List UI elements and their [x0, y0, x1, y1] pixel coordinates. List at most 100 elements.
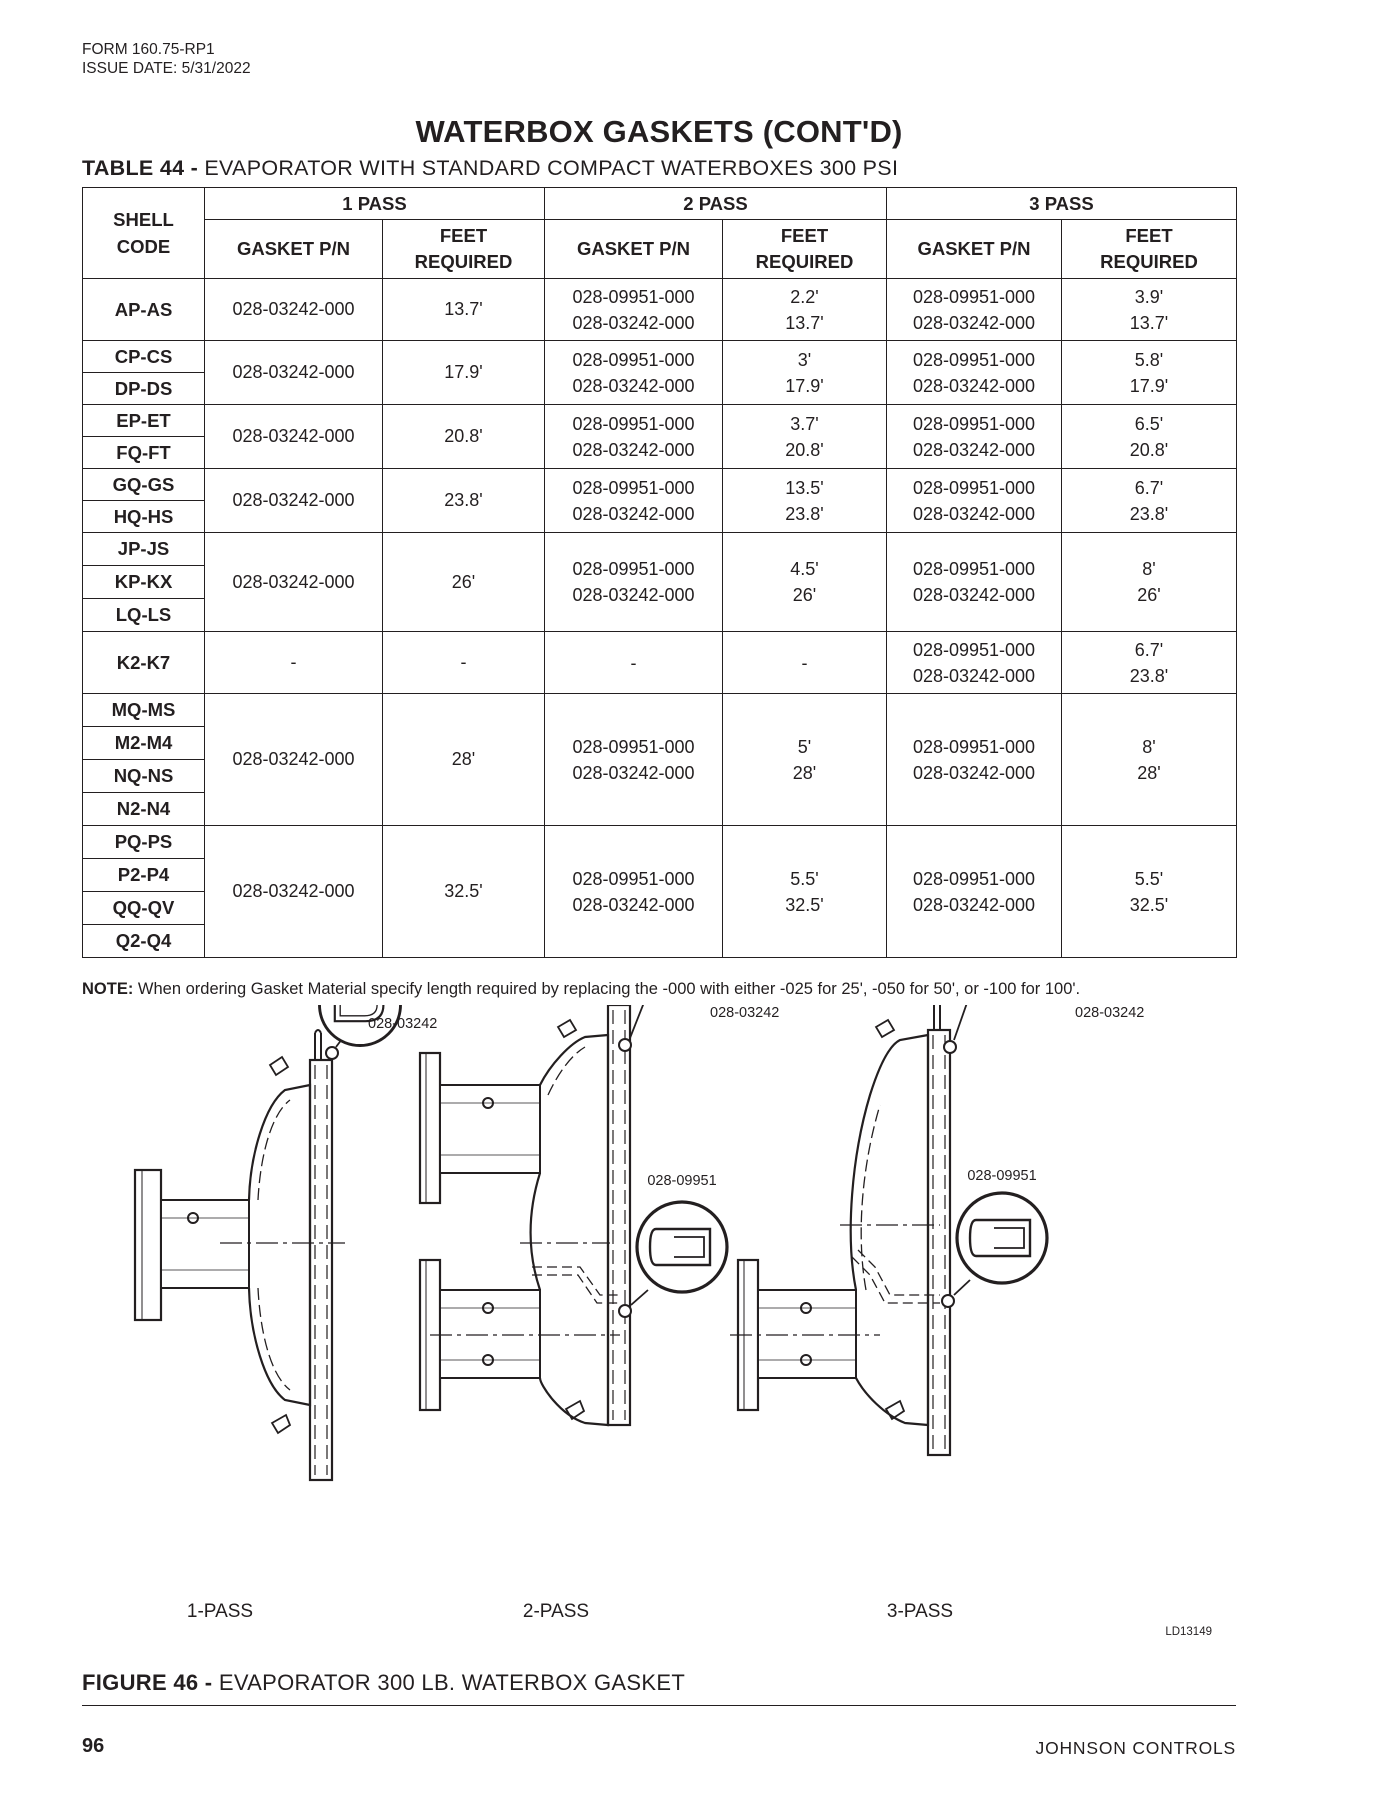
cell-line: 028-09951-000 — [912, 413, 1036, 434]
cell-line: 26' — [1137, 585, 1161, 605]
cell-line: 13.7' — [785, 312, 824, 333]
cell-line: 8' — [1142, 736, 1156, 757]
pass2-gasket-pn: - — [544, 631, 723, 694]
pass1-gasket-pn: 028-03242-000 — [204, 340, 383, 405]
shell-code-cell: DP-DS — [82, 372, 205, 405]
table-row: LQ-LS — [82, 598, 1237, 632]
gasket-pn-header: GASKET P/N — [886, 219, 1062, 279]
pass-label-1: 1-PASS — [187, 1601, 253, 1622]
cell-line: 028-03242-000 — [572, 375, 695, 396]
pass1-gasket-pn: 028-03242-000 — [204, 278, 383, 341]
shell-code-cell: Q2-Q4 — [82, 924, 205, 958]
cell-line: 20.8' — [785, 439, 824, 460]
shell-code-cell: HQ-HS — [82, 500, 205, 533]
pass-label-2: 2-PASS — [523, 1601, 589, 1622]
cell-line: 028-03242-000 — [572, 503, 695, 524]
pass1-gasket-pn: 028-03242-000 — [204, 532, 383, 632]
cell-line: 13.5' — [785, 477, 824, 498]
table-row: P2-P4 — [82, 858, 1237, 892]
cell-line: 028-03242-000 — [572, 762, 695, 783]
pass3-feet: 8'28' — [1061, 693, 1237, 826]
shell-code-cell: QQ-QV — [82, 891, 205, 925]
cell-line: 028-09951-000 — [572, 736, 695, 757]
waterbox-3pass — [730, 1005, 1049, 1457]
shell-code-cell: N2-N4 — [82, 792, 205, 826]
shell-code-cell: FQ-FT — [82, 436, 205, 469]
pass3-gasket-pn: 028-09951-000 028-03242-000 — [886, 404, 1062, 469]
page-number: 96 — [82, 1735, 105, 1757]
cell-line: 3.7' — [790, 413, 819, 434]
cell-line: 028-03242-000 — [912, 439, 1036, 460]
cell-line: 26' — [792, 585, 817, 605]
pass2-feet: 5'28' — [722, 693, 887, 826]
pass1-feet: 23.8' — [382, 468, 545, 533]
pass-label-3: 3-PASS — [887, 1601, 953, 1622]
shell-code-cell: LQ-LS — [82, 598, 205, 632]
pass3-feet: 5.5'32.5' — [1061, 825, 1237, 958]
cell-line: 6.5' — [1134, 413, 1164, 434]
shell-code-cell: EP-ET — [82, 404, 205, 437]
cell-line: 28' — [1137, 762, 1161, 783]
cell-line: 32.5' — [785, 894, 824, 915]
shell-code-cell: AP-AS — [82, 278, 205, 341]
table-row: DP-DS — [82, 372, 1237, 405]
waterbox-1pass — [133, 1005, 402, 1482]
gasket-b-label-2pass: 028-09951 — [647, 1173, 716, 1189]
cell-line: 028-09951-000 — [572, 477, 695, 498]
drawing-id: LD13149 — [1165, 1626, 1212, 1638]
gasket-pn-header: GASKET P/N — [544, 219, 723, 279]
table-caption-text: EVAPORATOR WITH STANDARD COMPACT WATERBO… — [198, 156, 899, 180]
cell-line: - — [801, 652, 808, 673]
gasket-label-2pass: 028-03242 — [710, 1005, 780, 1021]
cell-line: 28' — [792, 762, 817, 783]
gasket-pn-header: GASKET P/N — [204, 219, 383, 279]
shell-code-header: SHELL CODE — [82, 187, 205, 279]
order-note: NOTE: When ordering Gasket Material spec… — [82, 980, 1080, 999]
page-title: WATERBOX GASKETS (CONT'D) — [415, 114, 903, 149]
pass2-feet: 13.5' 23.8' — [722, 468, 887, 533]
cell-line: 23.8' — [785, 503, 824, 524]
pass3-header: 3 PASS — [886, 187, 1237, 220]
cell-line: 028-03242-000 — [912, 375, 1036, 396]
cell-line: 028-09951-000 — [912, 639, 1036, 660]
cell-line: 5.8' — [1134, 349, 1164, 370]
cell-line: 028-09951-000 — [572, 286, 695, 307]
footer-divider — [82, 1705, 1236, 1706]
form-header: FORM 160.75-RP1 ISSUE DATE: 5/31/2022 — [82, 40, 251, 78]
pass3-feet: 8'26' — [1061, 532, 1237, 632]
figure-caption-label: FIGURE 46 - — [82, 1670, 213, 1695]
note-text: When ordering Gasket Material specify le… — [133, 980, 1081, 998]
cell-line: 028-09951-000 — [912, 286, 1036, 307]
cell-line: 23.8' — [1129, 503, 1169, 524]
pass2-gasket-pn: 028-09951-000 028-03242-000 — [544, 693, 723, 826]
gasket-table: SHELL CODE 1 PASS 2 PASS 3 PASS GASKET P… — [82, 187, 1237, 958]
pass1-feet: 13.7' — [382, 278, 545, 341]
shell-code-cell: JP-JS — [82, 532, 205, 566]
pass1-gasket-pn: - — [204, 631, 383, 694]
cell-line: 028-09951-000 — [912, 559, 1036, 579]
cell-line: 028-03242-000 — [572, 585, 695, 605]
pass3-feet: 5.8'17.9' — [1061, 340, 1237, 405]
cell-line: 028-03242-000 — [912, 312, 1036, 333]
cell-line: 13.7' — [1129, 312, 1169, 333]
cell-line: 028-09951-000 — [912, 477, 1036, 498]
cell-line: 028-09951-000 — [572, 868, 695, 889]
cell-line: 3' — [797, 349, 812, 370]
cell-line: 028-03242-000 — [572, 894, 695, 915]
pass3-feet: 6.7'23.8' — [1061, 468, 1237, 533]
cell-line: 028-03242-000 — [912, 665, 1036, 686]
waterbox-gasket-figure: 028-03242 028-09951 028-09951 1-PASS 2-P… — [133, 1005, 1212, 1638]
pass3-feet: 6.5'20.8' — [1061, 404, 1237, 469]
shell-code-cell: CP-CS — [82, 340, 205, 373]
pass1-feet: 26' — [382, 532, 545, 632]
